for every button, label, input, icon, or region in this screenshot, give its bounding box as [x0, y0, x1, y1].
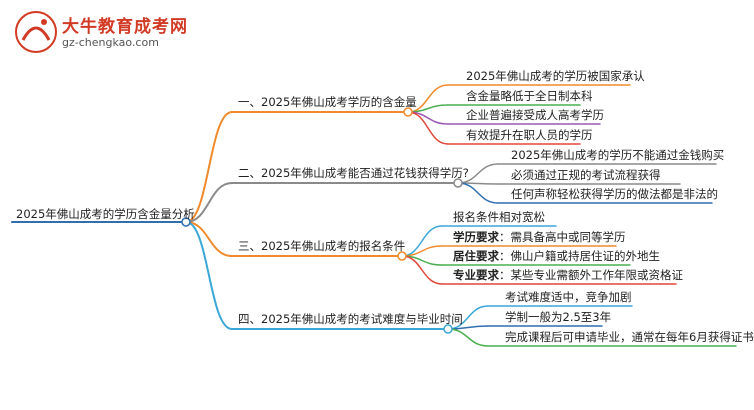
root-collapse-node[interactable]: [181, 217, 191, 227]
leaf-3-2-text: 需具备高中或同等学历: [510, 230, 626, 244]
leaf-4-3: 完成课程后可申请毕业，通常在每年6月获得证书: [505, 330, 754, 344]
leaf-2-2: 必须通过正规的考试流程获得: [511, 168, 661, 182]
leaf-3-3: 居住要求：佛山户籍或持居住证的外地生: [453, 249, 660, 263]
leaf-connector-2-3: [457, 182, 499, 204]
leaf-3-1: 报名条件相对宽松: [453, 210, 545, 224]
branch-connector-2: [185, 182, 233, 223]
leaf-3-3-text: 佛山户籍或持居住证的外地生: [510, 249, 661, 263]
logo-mark-icon: [15, 11, 57, 53]
branch-connector-3: [185, 221, 233, 257]
branch-label-3: 三、2025年佛山成考的报名条件: [238, 239, 406, 253]
leaf-2-1: 2025年佛山成考的学历不能通过金钱购买: [511, 148, 725, 162]
branch-label-2: 二、2025年佛山成考能否通过花钱获得学历?: [238, 166, 469, 180]
leaf-connector-3-4: [401, 255, 443, 285]
branch-collapse-node-3[interactable]: [397, 251, 407, 261]
branch-collapse-node-2[interactable]: [453, 178, 463, 188]
logo-url: gz-chengkao.com: [62, 36, 159, 49]
leaf-1-3: 企业普遍接受成人高考学历: [466, 108, 604, 122]
logo-name: 大牛教育成考网: [62, 17, 188, 37]
leaf-2-3: 任何声称轻松获得学历的做法都是非法的: [511, 187, 718, 201]
leaf-3-2-key: 学历要求: [453, 230, 499, 244]
branch-connector-4: [185, 221, 233, 330]
leaf-connector-1-4: [407, 111, 449, 145]
branch-connector-1: [185, 111, 233, 223]
leaf-connector-4-3: [447, 328, 489, 347]
root-topic: 2025年佛山成考的学历含金量分析: [16, 207, 195, 221]
leaf-1-2: 含金量略低于全日制本科: [466, 89, 593, 103]
leaf-3-2: 学历要求：需具备高中或同等学历: [453, 230, 626, 244]
leaf-4-1: 考试难度适中，竞争加剧: [505, 290, 632, 304]
leaf-3-4-text: 某些专业需额外工作年限或资格证: [510, 268, 684, 282]
leaf-4-2: 学制一般为2.5至3年: [505, 310, 612, 324]
leaf-1-4: 有效提升在职人员的学历: [466, 128, 593, 142]
branch-collapse-node-1[interactable]: [403, 107, 413, 117]
branch-collapse-node-4[interactable]: [443, 324, 453, 334]
leaf-3-4-key: 专业要求: [453, 268, 499, 282]
branch-label-1: 一、2025年佛山成考学历的含金量: [238, 95, 417, 109]
branch-label-4: 四、2025年佛山成考的考试难度与毕业时间: [238, 312, 463, 326]
leaf-3-4: 专业要求：某些专业需额外工作年限或资格证: [453, 268, 683, 282]
leaf-1-1: 2025年佛山成考的学历被国家承认: [466, 69, 645, 83]
site-logo[interactable]: 大牛教育成考网 gz-chengkao.com: [14, 10, 214, 54]
leaf-3-3-key: 居住要求: [453, 249, 499, 263]
